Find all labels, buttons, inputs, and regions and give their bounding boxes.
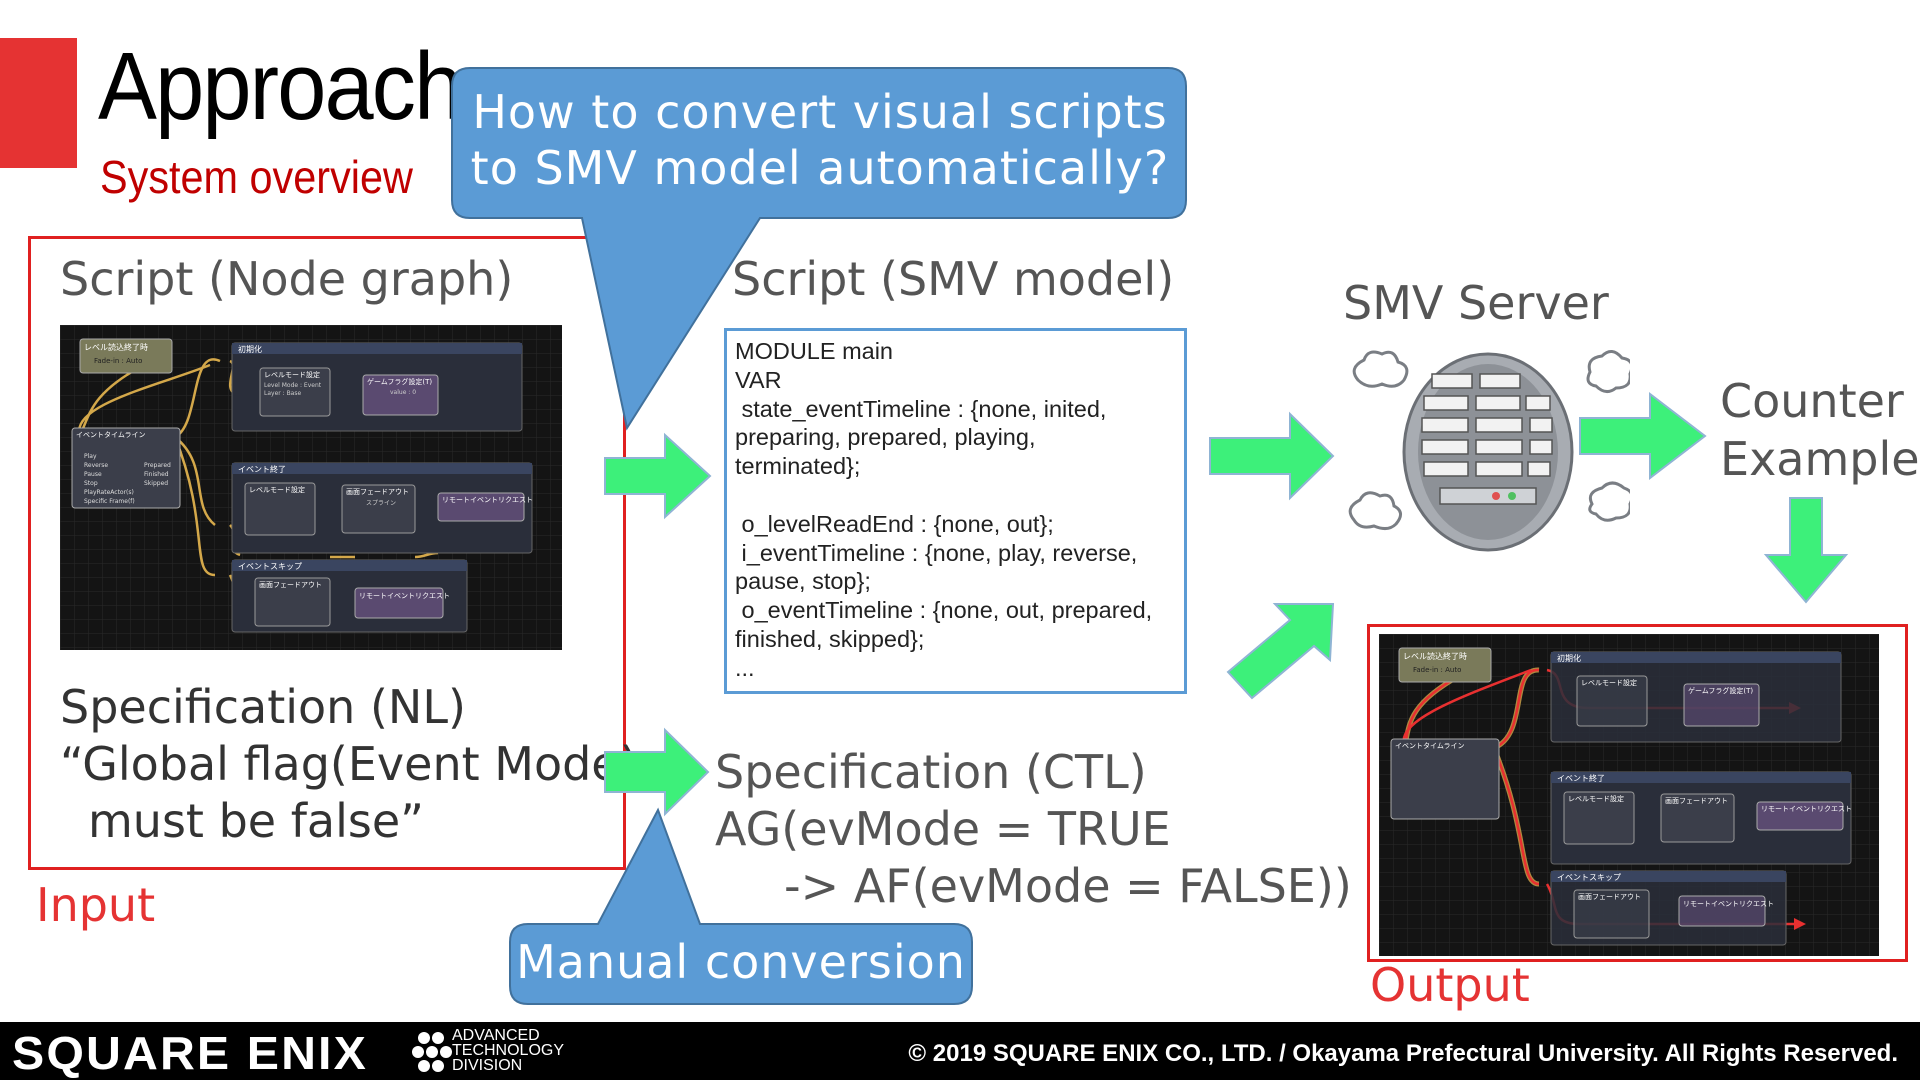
- code-line: preparing, prepared, playing,: [735, 424, 1036, 451]
- svg-text:画面フェードアウト: 画面フェードアウト: [346, 488, 409, 496]
- footer-bar: [0, 1022, 1920, 1080]
- output-box: [1367, 624, 1908, 962]
- svg-text:Finished: Finished: [144, 471, 169, 478]
- svg-text:画面フェードアウト: 画面フェードアウト: [1665, 797, 1728, 805]
- node-graph-svg: レベル読込終了時 Fade-in : Auto 初期化 レベルモード設定 Lev…: [60, 325, 562, 650]
- output-caption: Output: [1370, 958, 1530, 1012]
- svg-text:レベル読込終了時: レベル読込終了時: [1403, 651, 1467, 661]
- svg-text:リモートイベントリクエスト: リモートイベントリクエスト: [442, 496, 533, 504]
- division-line2: TECHNOLOGY: [452, 1042, 565, 1059]
- svg-text:レベルモード設定: レベルモード設定: [264, 370, 320, 379]
- svg-text:イベントタイムライン: イベントタイムライン: [1395, 741, 1465, 750]
- brand-logo: SQUARE ENIX: [12, 1027, 368, 1079]
- top-callout-line1: How to convert visual scripts: [472, 85, 1168, 139]
- counter-example-line2: Example: [1720, 432, 1920, 486]
- top-callout-text: How to convert visual scripts to SMV mod…: [462, 84, 1178, 196]
- code-line: i_eventTimeline : {none, play, reverse,: [735, 539, 1138, 566]
- smv-server-label: SMV Server: [1343, 276, 1609, 330]
- svg-text:リモートイベントリクエスト: リモートイベントリクエスト: [359, 592, 450, 600]
- slide-title: Approach: [98, 33, 463, 140]
- svg-text:Prepared: Prepared: [144, 462, 171, 469]
- arrow-counter-to-output: [1763, 497, 1849, 604]
- arrow-ctl-to-server: [1226, 603, 1335, 700]
- arrow-spec-to-ctl: [604, 727, 710, 817]
- top-callout-line2: to SMV model automatically?: [470, 141, 1170, 196]
- svg-text:イベントスキップ: イベントスキップ: [1557, 873, 1621, 882]
- code-line: o_eventTimeline : {none, out, prepared,: [735, 597, 1153, 624]
- callouts-svg: [451, 67, 1849, 1005]
- code-line: state_eventTimeline : {none, inited,: [735, 395, 1107, 422]
- svg-text:ゲームフラグ設定(T): ゲームフラグ設定(T): [367, 377, 432, 386]
- division-line3: DIVISION: [452, 1057, 523, 1074]
- division-line1: ADVANCED: [452, 1027, 540, 1044]
- code-line: pause, stop};: [735, 568, 871, 595]
- bottom-callout-text: Manual conversion: [516, 935, 966, 989]
- svg-text:ゲームフラグ設定(T): ゲームフラグ設定(T): [1688, 686, 1753, 695]
- svg-text:Level Mode : Event: Level Mode : Event: [264, 382, 322, 389]
- atd-logo-icon: [412, 1032, 452, 1072]
- node-graph-output: レベル読込終了時 Fade-in : Auto 初期化 レベルモード設定 ゲーム…: [1379, 634, 1879, 956]
- code-line: MODULE main: [735, 338, 894, 364]
- svg-text:Skipped: Skipped: [144, 480, 168, 487]
- svg-text:レベルモード設定: レベルモード設定: [249, 485, 305, 494]
- node-graph-input: レベル読込終了時 Fade-in : Auto 初期化 レベルモード設定 Lev…: [60, 325, 562, 650]
- svg-text:value : 0: value : 0: [390, 389, 416, 396]
- arrow-smv-to-server: [1209, 411, 1335, 501]
- arrow-script-to-smv: [604, 432, 712, 520]
- code-line: finished, skipped};: [735, 625, 925, 652]
- spec-ctl-label: Specification (CTL): [715, 745, 1147, 799]
- copyright-text: © 2019 SQUARE ENIX CO., LTD. / Okayama P…: [908, 1040, 1898, 1067]
- arrow-server-to-counter: [1579, 391, 1707, 481]
- script-node-graph-label: Script (Node graph): [60, 252, 514, 306]
- bottom-callout-shape: [509, 807, 973, 1005]
- group-init-title: 初期化: [238, 344, 262, 354]
- slide-subtitle: System overview: [100, 151, 413, 203]
- code-line: o_levelReadEnd : {none, out};: [735, 510, 1054, 537]
- svg-text:イベント終了: イベント終了: [1557, 773, 1605, 783]
- spec-nl-text-line1: “Global flag(Event Mode): [60, 737, 638, 791]
- division-label: ADVANCED TECHNOLOGY DIVISION: [452, 1027, 565, 1074]
- svg-text:Layer : Base: Layer : Base: [264, 390, 301, 397]
- svg-text:Stop: Stop: [84, 480, 98, 487]
- spec-nl-text-line2: must be false”: [88, 794, 424, 848]
- svg-text:Pause: Pause: [84, 471, 102, 478]
- svg-text:レベルモード設定: レベルモード設定: [1568, 794, 1624, 803]
- svg-text:イベント終了: イベント終了: [238, 464, 286, 474]
- input-caption: Input: [36, 878, 156, 932]
- script-smv-label: Script (SMV model): [732, 252, 1175, 306]
- node-event-timeline: イベントタイムライン: [76, 430, 146, 439]
- code-line: [735, 481, 1178, 510]
- server-icon: [1348, 350, 1630, 552]
- svg-text:レベルモード設定: レベルモード設定: [1581, 678, 1637, 687]
- top-callout-shape: [451, 67, 1187, 431]
- input-box: [28, 236, 626, 870]
- svg-text:Reverse: Reverse: [84, 462, 108, 469]
- svg-text:Fade-in : Auto: Fade-in : Auto: [94, 357, 142, 365]
- node-level-read-end: レベル読込終了時: [84, 342, 148, 352]
- code-line: terminated};: [735, 453, 861, 480]
- svg-text:初期化: 初期化: [1557, 653, 1581, 663]
- counter-example-line1: Counter: [1720, 374, 1904, 428]
- svg-text:Specific Frame(f): Specific Frame(f): [84, 498, 135, 505]
- code-line: VAR: [735, 366, 782, 393]
- node-graph-output-svg: レベル読込終了時 Fade-in : Auto 初期化 レベルモード設定 ゲーム…: [1379, 634, 1879, 956]
- code-line: ...: [735, 654, 755, 681]
- svg-text:スプライン: スプライン: [366, 500, 396, 507]
- spec-nl-label: Specification (NL): [60, 680, 466, 734]
- ctl-line2: -> AF(evMode = FALSE)): [784, 859, 1352, 913]
- ctl-line1: AG(evMode = TRUE: [715, 802, 1171, 856]
- title-accent-bar: [0, 38, 77, 168]
- svg-text:イベントスキップ: イベントスキップ: [238, 562, 302, 571]
- svg-text:Fade-in : Auto: Fade-in : Auto: [1413, 666, 1461, 674]
- svg-text:Play: Play: [84, 453, 97, 460]
- svg-text:画面フェードアウト: 画面フェードアウト: [1578, 893, 1641, 901]
- svg-text:リモートイベントリクエスト: リモートイベントリクエスト: [1683, 900, 1774, 908]
- smv-code-box: MODULE main VAR state_eventTimeline : {n…: [724, 328, 1187, 694]
- svg-text:PlayRateActor(s): PlayRateActor(s): [84, 489, 134, 496]
- svg-text:画面フェードアウト: 画面フェードアウト: [259, 581, 322, 589]
- svg-text:リモートイベントリクエスト: リモートイベントリクエスト: [1761, 805, 1852, 813]
